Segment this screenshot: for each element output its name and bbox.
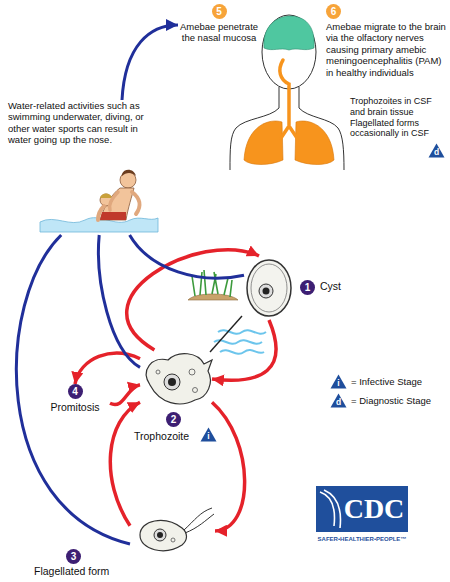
flagellate-illustration bbox=[140, 508, 214, 551]
flagellate-stage: 3Flagellated form bbox=[130, 505, 215, 557]
logo-tagline: SAFER•HEALTHIER•PEOPLE™ bbox=[308, 535, 416, 543]
step-note: 5Amebae penetrate the nasal mucosa bbox=[178, 4, 260, 46]
diagnostic-note: Trophozoites in CSF and brain tissue Fla… bbox=[350, 96, 446, 142]
callout-number: 5 bbox=[212, 4, 227, 19]
stage-triangle: d bbox=[330, 393, 347, 408]
callout-number: 2 bbox=[166, 412, 181, 427]
stage-label: Amebae migrate to the brain via the olfa… bbox=[326, 21, 446, 78]
trophozoite-stage: 2Trophozoite bbox=[140, 350, 212, 408]
transmission-arrow bbox=[16, 235, 130, 544]
callout-number: 1 bbox=[300, 280, 315, 295]
cyst-stage: 1Cyst bbox=[244, 256, 294, 320]
trophozoite-illustration bbox=[146, 354, 212, 404]
lifecycle-arrow bbox=[110, 402, 140, 526]
stage-triangle: i bbox=[200, 427, 217, 442]
callout-number: 4 bbox=[68, 384, 83, 399]
step-note: 6Amebae migrate to the brain via the olf… bbox=[326, 4, 446, 80]
lifecycle-arrow bbox=[127, 250, 259, 350]
lifecycle-arrow bbox=[212, 320, 276, 380]
transmission-arrow bbox=[99, 235, 140, 367]
transmission-arrow bbox=[122, 25, 178, 100]
stage-label: Flagellated form bbox=[34, 565, 109, 578]
cdc-logo bbox=[316, 486, 408, 532]
stage-triangle: d bbox=[428, 143, 445, 158]
stage-triangle: i bbox=[330, 374, 347, 389]
stage-letter: d bbox=[428, 147, 445, 157]
activity-note: Water-related activities such as swimmin… bbox=[8, 100, 160, 235]
stage-label: Water-related activities such as swimmin… bbox=[8, 100, 160, 146]
stage-letter: i bbox=[200, 431, 217, 441]
stage-label: Cyst bbox=[320, 280, 341, 293]
cyst-illustration bbox=[247, 260, 291, 316]
lifecycle-arrow bbox=[110, 385, 140, 405]
legend-text: = Infective Stage bbox=[351, 376, 422, 387]
callout-number: 3 bbox=[66, 549, 81, 564]
lifecycle-arrow bbox=[212, 402, 245, 531]
transmission-arrow bbox=[130, 235, 244, 278]
logo-text: CDC bbox=[342, 486, 406, 532]
stage-label: Amebae penetrate the nasal mucosa bbox=[178, 21, 260, 44]
stage-letter: i bbox=[330, 378, 347, 388]
stage-label: Promitosis bbox=[40, 401, 110, 414]
promitosis-stage: 4Promitosis bbox=[40, 384, 110, 416]
callout-number: 6 bbox=[326, 4, 341, 19]
stage-letter: d bbox=[330, 397, 347, 407]
stage-label: Trophozoite bbox=[134, 430, 189, 443]
legend-text: = Diagnostic Stage bbox=[351, 395, 431, 406]
swimmer-illustration bbox=[40, 170, 158, 232]
stage-label: Trophozoites in CSF and brain tissue Fla… bbox=[350, 96, 446, 139]
